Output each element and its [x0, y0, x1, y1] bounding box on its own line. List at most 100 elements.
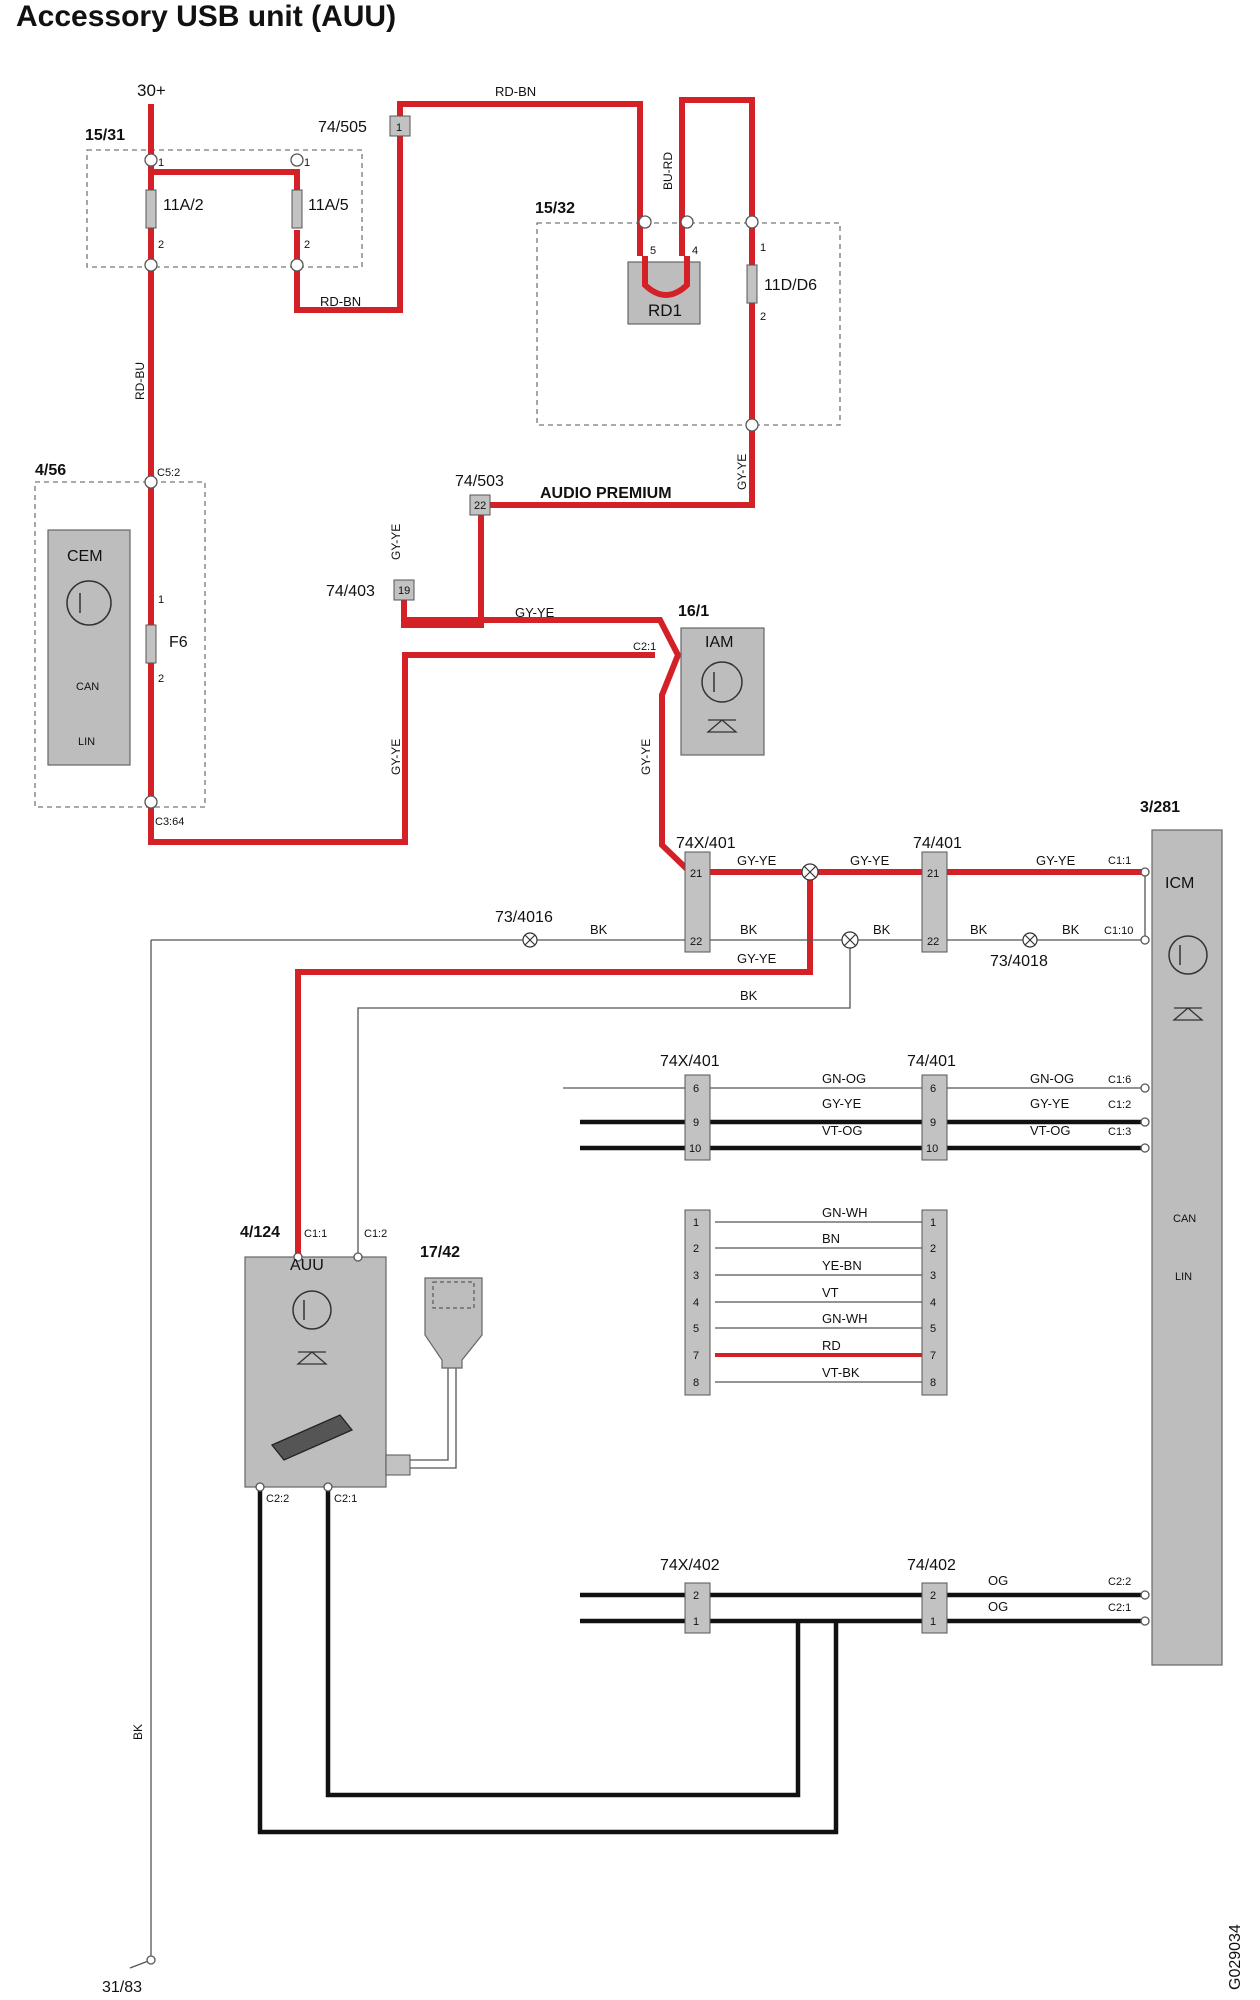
option-label: AUDIO PREMIUM — [540, 485, 672, 502]
auu-diode-icon — [296, 1351, 328, 1365]
wire-rd-bu: RD-BU — [133, 362, 147, 400]
relay-box-ref: 15/32 — [535, 200, 575, 217]
wire-label: BK — [740, 988, 758, 1003]
junction-nodes — [144, 153, 1150, 1965]
pin-label: 5 — [693, 1323, 699, 1335]
wire-label: GN-OG — [822, 1071, 866, 1086]
pin-label: 21 — [690, 868, 702, 880]
wire-label: GY-YE — [822, 1096, 862, 1111]
usb-stick-icon — [270, 1414, 354, 1461]
connector-74-505 — [389, 115, 411, 137]
iam-module — [680, 627, 765, 756]
wire-label: GN-WH — [822, 1205, 868, 1220]
fuse-11d-label: 11D/D6 — [764, 277, 817, 294]
fuse-11a2 — [145, 189, 157, 229]
auu-pin: C1:1 — [304, 1228, 327, 1240]
pin-label: 8 — [930, 1377, 936, 1389]
pin-label: 4 — [693, 1297, 699, 1309]
connector-74-503 — [469, 494, 491, 516]
connector-74x-401-mid-label: 74X/401 — [660, 1053, 720, 1070]
pin-label: 2 — [693, 1243, 699, 1255]
fuse-b-label: 11A/5 — [308, 197, 349, 214]
cem-transistor-icon — [66, 580, 112, 626]
mid-connector-pin-labels: 6 9 10 1 2 3 4 5 7 8 6 9 10 1 2 3 4 5 7 … — [689, 1083, 938, 1389]
pin-label: 8 — [693, 1377, 699, 1389]
pin-label: 6 — [930, 1083, 936, 1095]
connector-74-401-top — [921, 851, 948, 953]
ground-label: 31/83 — [102, 1979, 142, 1996]
pin-label: 2 — [158, 673, 164, 685]
pin-label: 4 — [930, 1297, 936, 1309]
splice-73-4016-icon — [522, 932, 538, 948]
wire-label: OG — [988, 1599, 1008, 1614]
auu-module — [244, 1256, 387, 1488]
iam-pin: C2:1 — [633, 641, 656, 653]
wire-label: GN-WH — [822, 1311, 868, 1326]
wire-label: YE-BN — [822, 1258, 862, 1273]
cem-pin-top: C5:2 — [157, 467, 180, 479]
wire-label: OG — [988, 1573, 1008, 1588]
connector-74-505-pin: 1 — [396, 122, 402, 134]
pin-label: 22 — [927, 936, 939, 948]
cem-can: CAN — [76, 681, 99, 693]
wire-rd-bn-low: RD-BN — [320, 294, 361, 309]
wire-gy-ye-503: GY-YE — [389, 524, 403, 560]
wire-label: GY-YE — [1036, 853, 1076, 868]
wire-label: BN — [822, 1231, 840, 1246]
wire-gy-ye-iam: GY-YE — [639, 739, 653, 775]
connector-74-503-pin: 22 — [474, 500, 486, 512]
wire-label: VT — [822, 1285, 839, 1300]
pin-label: 3 — [930, 1270, 936, 1282]
wire-label: GY-YE — [737, 951, 777, 966]
black-wires — [257, 1119, 1145, 1835]
fuse-f6 — [145, 624, 157, 664]
icm-can: CAN — [1173, 1213, 1196, 1225]
page-title: Accessory USB unit (AUU) — [16, 0, 397, 33]
pin-label: 9 — [693, 1117, 699, 1129]
icm-pin: C2:1 — [1108, 1602, 1131, 1614]
mid-wire-labels: GN-OG GY-YE VT-OG GN-OG GY-YE VT-OG GN-W… — [822, 1071, 1131, 1380]
cem-pin-bottom: C3:64 — [155, 816, 184, 828]
fuse-a-label: 11A/2 — [163, 197, 204, 214]
relay-box-15-32-outline — [536, 222, 841, 426]
pin-label: 1 — [158, 157, 164, 169]
connector-74-401-mid-label: 74/401 — [907, 1053, 956, 1070]
wire-label: VT-OG — [1030, 1123, 1070, 1138]
auu-transistor-icon — [292, 1290, 332, 1330]
pin-label: 1 — [693, 1616, 699, 1628]
connector-74-402 — [921, 1582, 948, 1634]
pin-label: 2 — [930, 1243, 936, 1255]
wire-label: BK — [970, 922, 988, 937]
fuse-box-15-31-outline — [86, 149, 363, 268]
fuse-11d-d6 — [746, 264, 758, 304]
pin-label: 2 — [760, 311, 766, 323]
pin-label: 2 — [693, 1590, 699, 1602]
connector-74-401-top-label: 74/401 — [913, 835, 962, 852]
pin-label: 1 — [930, 1217, 936, 1229]
connector-74x-401-mid-lower — [684, 1209, 711, 1396]
iam-name: IAM — [705, 634, 733, 651]
icm-pin: C1:2 — [1108, 1099, 1131, 1111]
connector-74x-402-label: 74X/402 — [660, 1557, 720, 1574]
cem-ref: 4/56 — [35, 462, 66, 479]
iam-transistor-icon — [701, 661, 743, 703]
pin-label: 22 — [690, 936, 702, 948]
wire-label: GN-OG — [1030, 1071, 1074, 1086]
auu-ref: 4/124 — [240, 1224, 280, 1241]
iam-diode-icon — [706, 719, 738, 733]
auu-usb-port — [385, 1454, 411, 1476]
relay-coil-loop — [642, 256, 690, 298]
wire-label: GY-YE — [737, 853, 777, 868]
wire-gy-ye-403: GY-YE — [515, 605, 555, 620]
connector-74-403-label: 74/403 — [326, 583, 375, 600]
pin-label: 1 — [930, 1616, 936, 1628]
pin-label: 10 — [926, 1143, 938, 1155]
icm-pin: C1:3 — [1108, 1126, 1131, 1138]
pin-label: 7 — [930, 1350, 936, 1362]
pin-label: 3 — [693, 1270, 699, 1282]
icm-pin: C1:10 — [1104, 925, 1133, 937]
pin-label: 9 — [930, 1117, 936, 1129]
wire-gy-ye-cem: GY-YE — [389, 739, 403, 775]
fuse-11a5 — [291, 189, 303, 229]
